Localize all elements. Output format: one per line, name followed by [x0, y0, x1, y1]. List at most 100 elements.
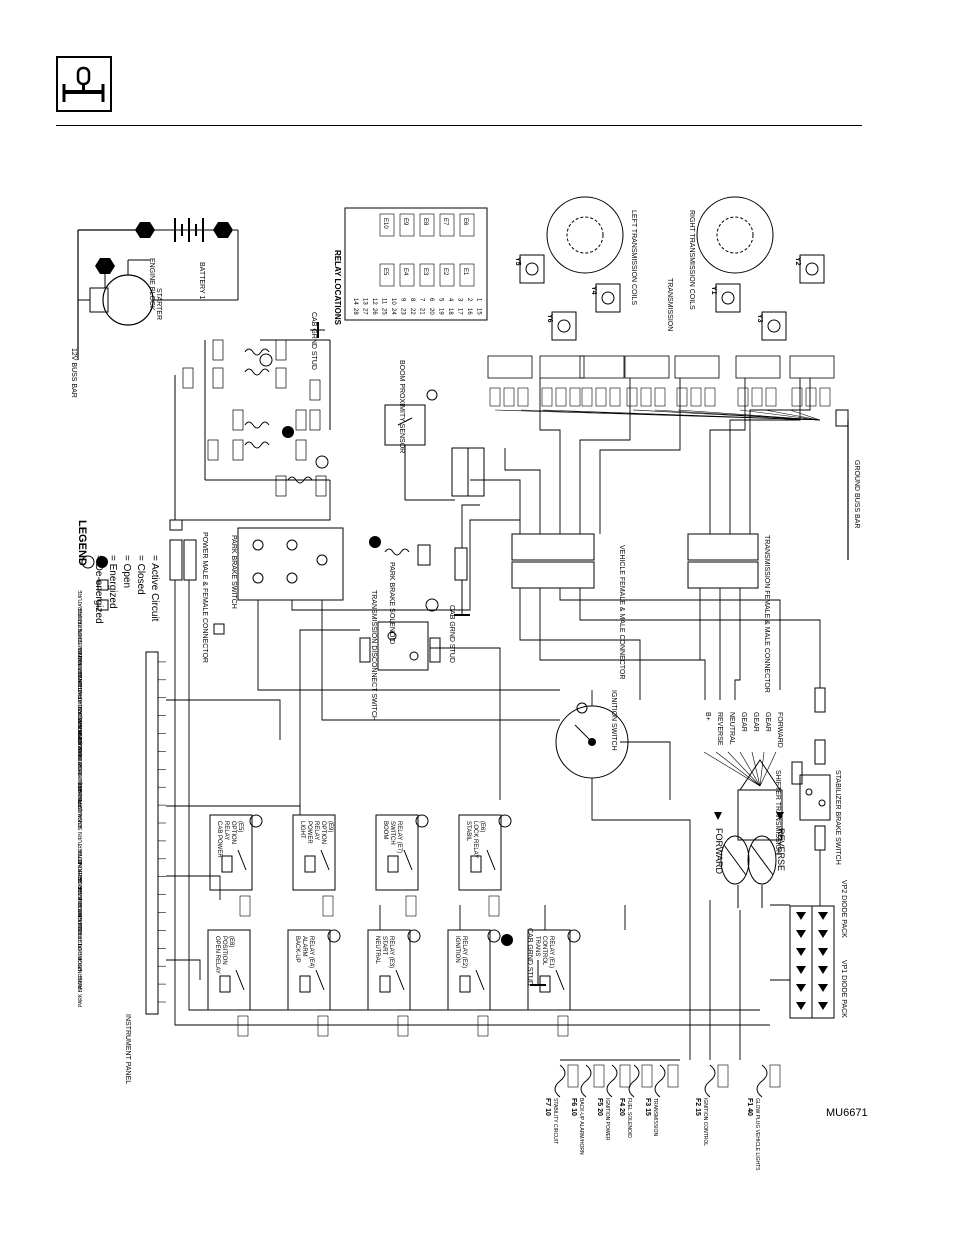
wire — [650, 819, 691, 900]
wire-tag — [567, 1064, 579, 1088]
wire — [175, 480, 331, 521]
relay-label: BOOMSWITCHRELAY (E7) — [382, 821, 402, 853]
vehicle-connector: VEHICLE FEMALE & MALE CONNECTOR — [511, 533, 625, 679]
relay-slot-label: E4 — [402, 268, 408, 276]
relay-coil-icon — [221, 855, 233, 873]
fuse-id-label: F4 20 — [618, 1098, 625, 1116]
transmission-label: TRANSMISSION — [666, 278, 673, 331]
fuse-name-label: GLOW PLUG VEHICLE LIGHTS — [754, 1098, 760, 1171]
wire-tag — [654, 387, 666, 407]
wire-tag — [295, 409, 307, 431]
relay-grid-cell: 3 — [457, 298, 463, 302]
relay-slot-label: E3 — [422, 268, 428, 276]
connector-strip — [789, 355, 835, 379]
relay-slot-label: E9 — [402, 218, 408, 226]
legend-item-de: = De-energized — [93, 555, 104, 624]
relay-slot-box — [459, 263, 475, 287]
relay-label: BACK-UPALARMRELAY (E4) — [294, 936, 314, 968]
wire-tag — [581, 387, 593, 407]
wire — [749, 378, 811, 534]
relay-grid-cell: 12 — [371, 298, 377, 305]
wire — [709, 378, 746, 534]
coil-box — [799, 254, 825, 284]
wire-tag — [819, 387, 831, 407]
fuse-id-label: F7 10 — [544, 1098, 551, 1116]
diode-icon — [818, 984, 828, 992]
transmission-connector: TRANSMISSION FEMALE & MALE CONNECTOR — [687, 533, 770, 693]
wire-tag — [275, 475, 287, 497]
machine-logo-icon — [56, 56, 112, 112]
legend-item-c: = Closed — [135, 555, 146, 595]
wire — [299, 629, 360, 810]
relay-contact — [395, 969, 405, 991]
relay-state-icon — [567, 929, 581, 943]
relay-grid-cell: 20 — [428, 308, 434, 315]
wire-tag — [805, 387, 817, 407]
reverse-label: REVERSE — [776, 828, 786, 871]
relay-state-icon — [498, 814, 512, 828]
relay-state-icon — [327, 929, 341, 943]
wire-tag — [397, 1015, 409, 1037]
wire-tag — [569, 387, 581, 407]
power-connector: POWER MALE & FEMALE CONNECTOR — [169, 519, 208, 663]
forward-label: FORWARD — [714, 828, 724, 874]
relay-contact — [320, 849, 330, 871]
shifter-position-label: GEAR — [764, 712, 771, 732]
wire-tag — [309, 379, 321, 401]
fuse-icon — [654, 1064, 666, 1098]
power-connector-label: POWER MALE & FEMALE CONNECTOR — [201, 532, 208, 663]
relay-contact — [555, 969, 565, 991]
relay-coil-icon — [387, 855, 399, 873]
connector-strip — [735, 355, 781, 379]
legend-item-e: = Energized — [107, 555, 118, 609]
instrument-item-label: ACCUMULATOR BRAKE PRESSURE — [78, 706, 84, 792]
coil-label: Y4 — [590, 286, 597, 295]
wire-tag — [275, 367, 287, 389]
relay-box — [292, 814, 336, 891]
instrument-item-label: STABIL-TRAK LOCKED MODE — [78, 650, 84, 721]
instrument-item-label: GROUND — [78, 859, 84, 882]
ground-bus-label: GROUND BUSS BAR — [853, 460, 860, 528]
relay-slot-box — [419, 263, 435, 287]
relay-grid-cell: 27 — [362, 308, 368, 315]
wire-tag — [791, 387, 803, 407]
relay-coil-icon — [470, 855, 482, 873]
wire — [539, 378, 561, 534]
wire-tag — [557, 1015, 569, 1037]
fuse-icon — [554, 1064, 566, 1098]
transmission-disconnect-switch: TRANSMISSION DISCONNECT SWITCH — [359, 590, 441, 721]
connector-strip — [624, 355, 670, 379]
wire-tag — [212, 339, 224, 361]
wire — [166, 805, 301, 815]
relay-locations-title: RELAY LOCATIONS — [333, 250, 342, 326]
wire-tag — [667, 1064, 679, 1088]
wire-tag — [609, 387, 621, 407]
relay-grid-cell: 28 — [352, 308, 358, 315]
wire-tag — [405, 895, 417, 917]
relay-row-top: CAB POWERRELAYOPTION(E5)LIGHTPOWERRELAYO… — [209, 814, 512, 917]
ground-wire — [764, 409, 821, 421]
instrument-item-label: HOURMETER TACHOMETER — [78, 849, 84, 918]
wire — [620, 741, 671, 800]
battery-1: BATTERY 1 — [135, 218, 239, 300]
relay-state-icon — [487, 929, 501, 943]
wire-tag — [640, 387, 652, 407]
wire — [166, 875, 221, 900]
diode-icon — [796, 930, 806, 938]
coil-box — [551, 311, 577, 341]
wire-tag — [717, 1064, 729, 1088]
wire-tag — [626, 387, 638, 407]
relay-coil-icon — [219, 975, 231, 993]
relay-slot-label: E1 — [462, 268, 468, 276]
wire — [729, 378, 801, 534]
fuse-name-label: TRANSMISSION — [652, 1098, 658, 1136]
relay-grid-cell: 16 — [466, 308, 472, 315]
fuse-id-label: F2 15 — [694, 1098, 701, 1116]
diode-icon — [818, 948, 828, 956]
wire — [699, 588, 706, 700]
cab-grnd-stud-mid-label: CAB GRND STUD — [448, 605, 455, 663]
boom-prox-label: BOOM PROXIMITY SENSOR — [398, 360, 405, 453]
fuse-icon — [756, 1064, 768, 1098]
